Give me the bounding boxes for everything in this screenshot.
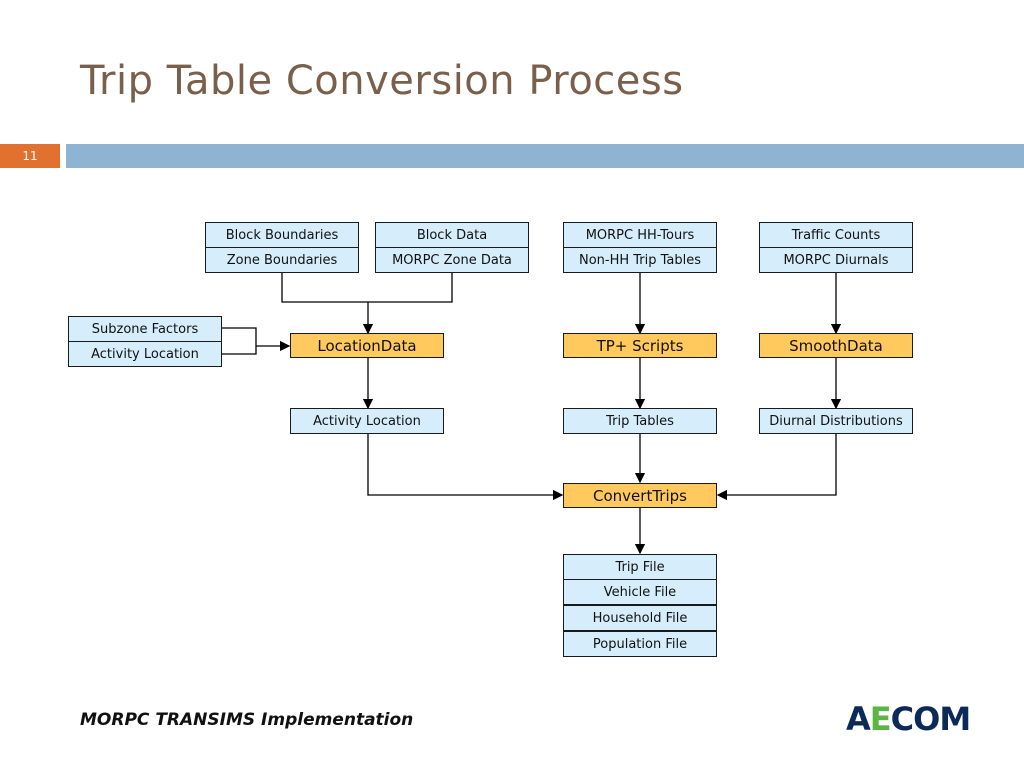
- process-smooth-data: SmoothData: [759, 333, 913, 358]
- node-morpc-hh-tours: MORPC HH-Tours: [563, 222, 717, 248]
- logo-letter-a: A: [846, 700, 871, 738]
- slide-number: 11: [0, 144, 60, 168]
- connector-boundaries: [281, 273, 368, 303]
- logo-letters-com: COM: [890, 700, 972, 738]
- node-block-data: Block Data: [375, 222, 529, 248]
- node-trip-tables: Trip Tables: [563, 408, 717, 434]
- node-activity-location-output: Activity Location: [290, 408, 444, 434]
- node-population-file: Population File: [563, 631, 717, 657]
- process-location-data: LocationData: [290, 333, 444, 358]
- node-subzone-factors: Subzone Factors: [68, 316, 222, 342]
- connector-activity-convert: [367, 434, 564, 501]
- connector-block-data: [368, 273, 453, 303]
- aecom-logo: AECOM: [846, 700, 972, 738]
- connector-diurnal-convert: [716, 434, 837, 501]
- logo-letter-e: E: [869, 700, 892, 738]
- node-non-hh-trip-tables: Non-HH Trip Tables: [563, 247, 717, 273]
- node-activity-location-input: Activity Location: [68, 341, 222, 367]
- node-traffic-counts: Traffic Counts: [759, 222, 913, 248]
- process-convert-trips: ConvertTrips: [563, 483, 717, 508]
- node-trip-file: Trip File: [563, 554, 717, 580]
- slide-title: Trip Table Conversion Process: [80, 58, 684, 104]
- node-zone-boundaries: Zone Boundaries: [205, 247, 359, 273]
- footer-text: MORPC TRANSIMS Implementation: [80, 710, 414, 730]
- header-band: [66, 144, 1024, 168]
- process-tp-scripts: TP+ Scripts: [563, 333, 717, 358]
- node-vehicle-file: Vehicle File: [563, 579, 717, 605]
- connector-subzone: [222, 327, 257, 355]
- node-morpc-diurnals: MORPC Diurnals: [759, 247, 913, 273]
- node-diurnal-distributions: Diurnal Distributions: [759, 408, 913, 434]
- node-block-boundaries: Block Boundaries: [205, 222, 359, 248]
- node-morpc-zone-data: MORPC Zone Data: [375, 247, 529, 273]
- node-household-file: Household File: [563, 605, 717, 631]
